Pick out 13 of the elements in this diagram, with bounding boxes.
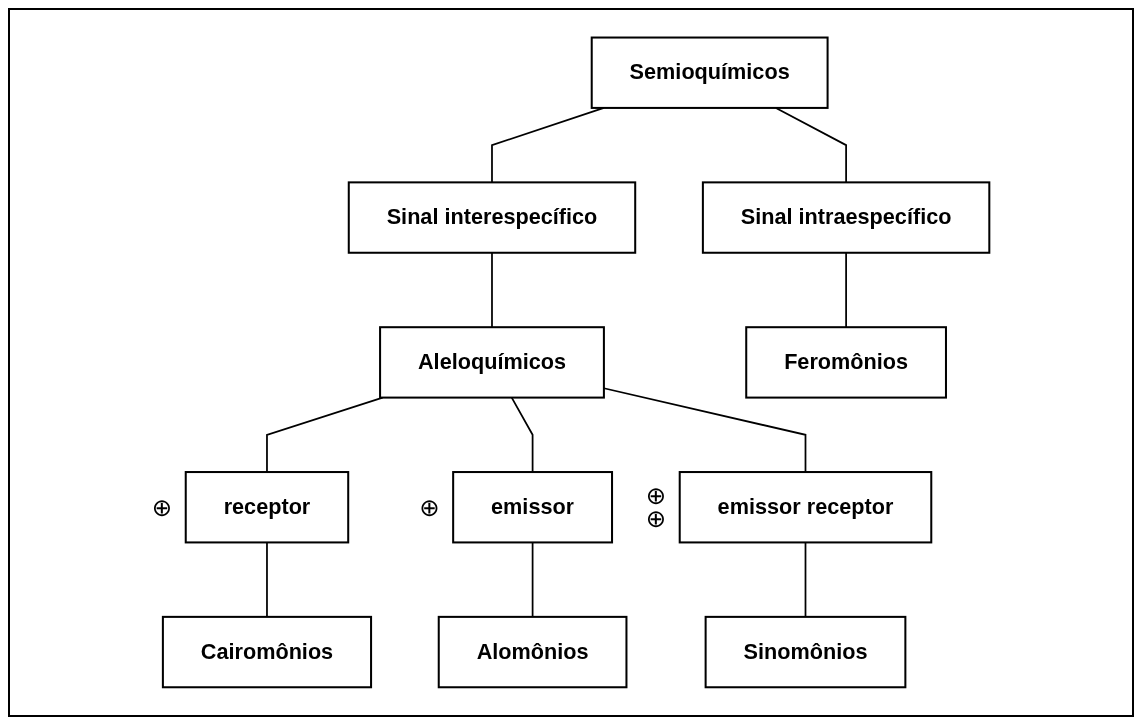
node-box: Sinal intraespecífico <box>702 181 991 254</box>
circled-plus-symbol: ⊕ <box>419 492 441 522</box>
circled-plus-symbol: ⊕ <box>152 492 173 522</box>
node-box: emissor <box>452 471 614 544</box>
node-box: Feromônios <box>745 326 948 399</box>
node-box: Sinal interespecífico <box>348 181 637 254</box>
node-box: Sinomônios <box>705 615 907 689</box>
node-box: Semioquímicos <box>591 36 830 110</box>
node-box: Cairomônios <box>162 615 373 689</box>
node-box: Alomônios <box>438 615 628 689</box>
node-box: emissor receptor <box>679 471 933 544</box>
node-box: Aleloquímicos <box>379 326 606 399</box>
node-box: receptor <box>185 471 350 544</box>
